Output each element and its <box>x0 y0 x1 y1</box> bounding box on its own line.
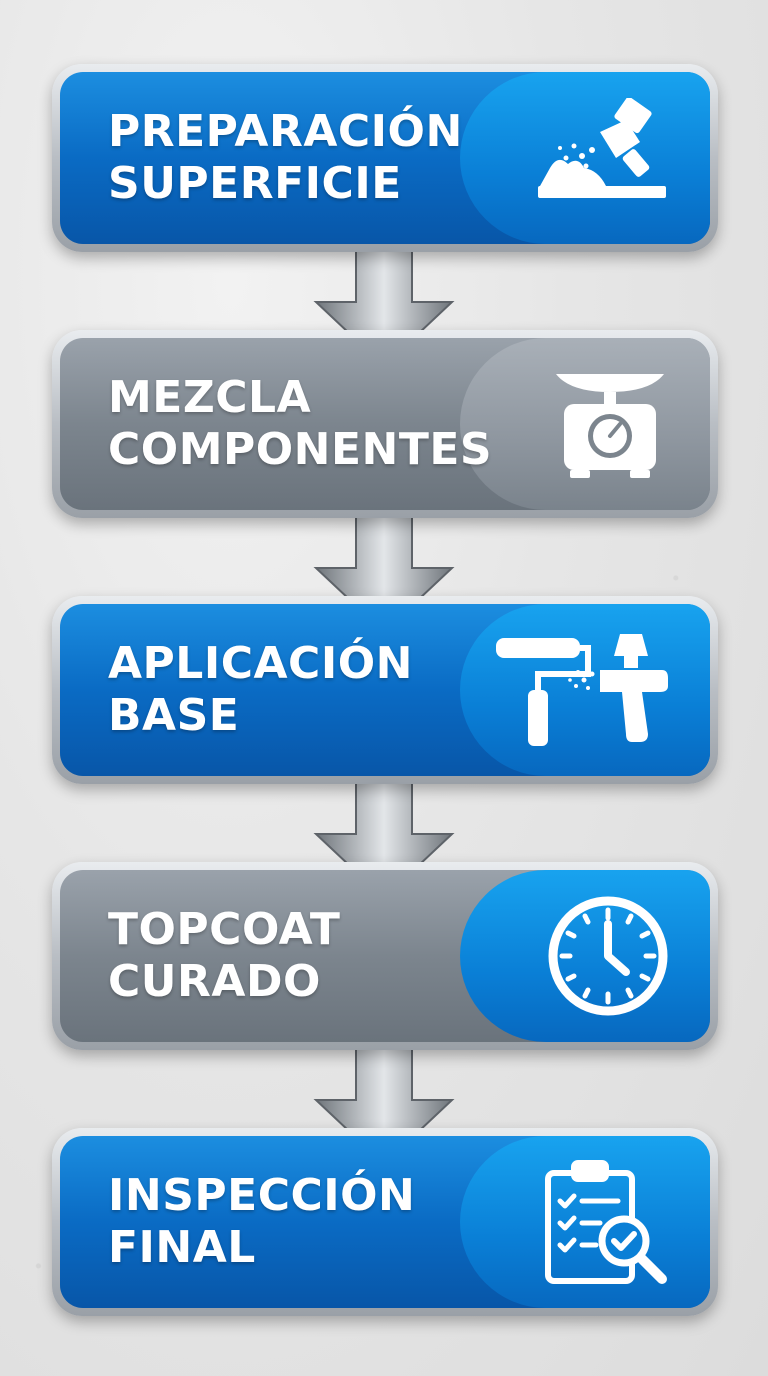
step-label-line2: BASE <box>108 690 240 741</box>
step-label: INSPECCIÓN FINAL <box>108 1170 415 1274</box>
sandblast-icon <box>538 98 666 198</box>
step-label: MEZCLA COMPONENTES <box>108 372 492 476</box>
step-label-line2: CURADO <box>108 956 321 1007</box>
step-label: PREPARACIÓN SUPERFICIE <box>108 106 463 210</box>
step-aplicacion-base: APLICACIÓN BASE <box>52 596 718 784</box>
roller-spraygun-icon <box>496 634 668 746</box>
icon-panel <box>460 604 710 776</box>
step-label-line1: MEZCLA <box>108 372 312 423</box>
step-mezcla-componentes: MEZCLA COMPONENTES <box>52 330 718 518</box>
step-label: APLICACIÓN BASE <box>108 638 413 742</box>
step-preparacion-superficie: PREPARACIÓN SUPERFICIE <box>52 64 718 252</box>
step-label-line1: TOPCOAT <box>108 904 341 955</box>
step-label-line1: INSPECCIÓN <box>108 1170 416 1221</box>
step-label-line1: APLICACIÓN <box>108 638 413 689</box>
step-inspeccion-final: INSPECCIÓN FINAL <box>52 1128 718 1316</box>
step-label-line1: PREPARACIÓN <box>108 106 463 157</box>
clock-icon <box>548 896 668 1016</box>
step-label: TOPCOAT CURADO <box>108 904 340 1008</box>
icon-panel <box>460 72 710 244</box>
step-label-line2: SUPERFICIE <box>108 158 402 209</box>
step-label-line2: FINAL <box>108 1222 256 1273</box>
step-topcoat-curado: TOPCOAT CURADO <box>52 862 718 1050</box>
icon-panel <box>460 870 710 1042</box>
scale-icon <box>556 374 664 478</box>
step-label-line2: COMPONENTES <box>108 424 493 475</box>
clipboard-inspection-icon <box>545 1160 667 1284</box>
